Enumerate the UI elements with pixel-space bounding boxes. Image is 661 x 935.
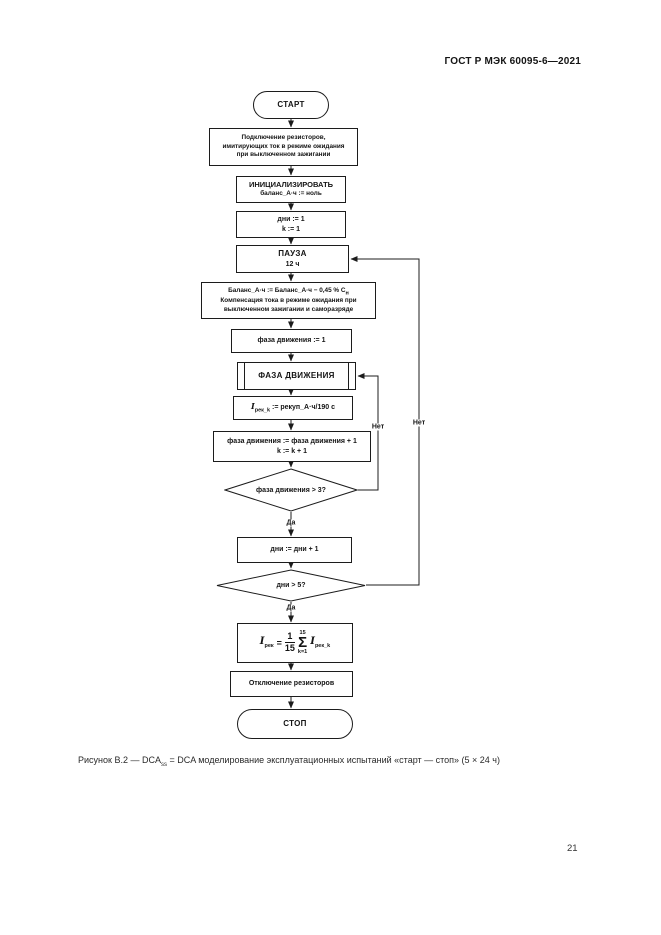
connect-resistors-line3: при выключенном зажигании bbox=[236, 151, 331, 159]
flowchart-node-counters-init: дни := 1 k := 1 bbox=[236, 211, 346, 238]
flowchart-node-initialize: ИНИЦИАЛИЗИРОВАТЬ баланс_А·ч := ноль bbox=[236, 176, 346, 203]
formula-sum: 15 Σ k=1 bbox=[297, 629, 308, 655]
formula-lhs: Iрек bbox=[259, 636, 274, 650]
stop-label: СТОП bbox=[283, 718, 307, 728]
flowchart-node-drive-phase-init: фаза движения := 1 bbox=[231, 329, 352, 353]
flowchart-decision-phase: фаза движения > 3? bbox=[224, 468, 358, 512]
formula-equals: = bbox=[276, 637, 282, 648]
pause-line1: ПАУЗА bbox=[278, 248, 307, 258]
flowchart-decision-days: дни > 5? bbox=[216, 569, 366, 602]
drive-phase-init-label: фаза движения := 1 bbox=[257, 337, 326, 345]
figure-caption: Рисунок В.2 — DCAss = DCA моделирование … bbox=[78, 755, 500, 768]
counters-line1: дни := 1 bbox=[277, 216, 305, 224]
flowchart-node-rec-current: Iрек_k := рекуп_А·ч/190 с bbox=[233, 396, 353, 420]
decision-days-label: дни > 5? bbox=[276, 582, 306, 589]
predefined-process-bars bbox=[244, 362, 349, 390]
flowchart-node-pause: ПАУЗА 12 ч bbox=[236, 245, 349, 273]
increment-line1: фаза движения := фаза движения + 1 bbox=[227, 438, 357, 446]
flowchart-node-formula: Iрек = 1 15 15 Σ k=1 Iрек_k bbox=[237, 623, 353, 663]
disconnect-resistors-label: Отключение резисторов bbox=[248, 680, 335, 688]
connect-resistors-line1: Подключение резисторов, bbox=[241, 134, 326, 142]
label-no-days: Нет bbox=[410, 419, 428, 427]
counters-line2: k := 1 bbox=[281, 225, 301, 233]
balance-line1: Баланс_А·ч := Баланс_А·ч − 0,45 % Сн bbox=[228, 286, 349, 296]
label-no-phase: Нет bbox=[369, 423, 387, 431]
rec-current-label: Iрек_k := рекуп_А·ч/190 с bbox=[251, 401, 335, 414]
diamond-shape bbox=[216, 569, 366, 602]
increment-line2: k := k + 1 bbox=[277, 447, 307, 455]
page-header-title: ГОСТ Р МЭК 60095-6—2021 bbox=[444, 56, 581, 67]
label-yes-days: Да bbox=[284, 604, 298, 612]
pause-line2: 12 ч bbox=[285, 260, 300, 268]
flowchart-node-drive-phase: ФАЗА ДВИЖЕНИЯ bbox=[237, 362, 356, 390]
balance-line3: выключенном зажигании и саморазряде bbox=[223, 305, 354, 313]
sigma-symbol: Σ bbox=[298, 634, 308, 652]
drive-phase-label: ФАЗА ДВИЖЕНИЯ bbox=[258, 370, 335, 380]
flowchart-node-stop: СТОП bbox=[237, 709, 353, 739]
formula-expression: Iрек = 1 15 15 Σ k=1 Iрек_k bbox=[259, 629, 331, 656]
initialize-line1: ИНИЦИАЛИЗИРОВАТЬ bbox=[248, 180, 334, 190]
flowchart-node-days-increment: дни := дни + 1 bbox=[237, 537, 352, 563]
start-label: СТАРТ bbox=[277, 99, 305, 109]
formula-rhs: Iрек_k bbox=[310, 636, 331, 650]
flowchart-node-balance-update: Баланс_А·ч := Баланс_А·ч − 0,45 % Сн Ком… bbox=[201, 282, 376, 319]
page-number: 21 bbox=[567, 843, 578, 854]
flowchart-node-connect-resistors: Подключение резисторов, имитирующих ток … bbox=[209, 128, 358, 166]
decision-phase-label: фаза движения > 3? bbox=[256, 486, 326, 494]
diamond-shape bbox=[224, 468, 358, 512]
formula-fraction: 1 15 bbox=[284, 631, 295, 653]
flowchart-node-disconnect-resistors: Отключение резисторов bbox=[230, 671, 353, 697]
label-yes-phase: Да bbox=[284, 519, 298, 527]
connect-resistors-line2: имитирующих ток в режиме ожидания bbox=[222, 142, 345, 150]
flowchart-node-increment: фаза движения := фаза движения + 1 k := … bbox=[213, 431, 371, 462]
balance-line2: Компенсация тока в режиме ожидания при bbox=[220, 297, 357, 305]
initialize-line2: баланс_А·ч := ноль bbox=[260, 190, 322, 198]
days-increment-label: дни := дни + 1 bbox=[270, 546, 319, 554]
flowchart-node-start: СТАРТ bbox=[253, 91, 329, 119]
